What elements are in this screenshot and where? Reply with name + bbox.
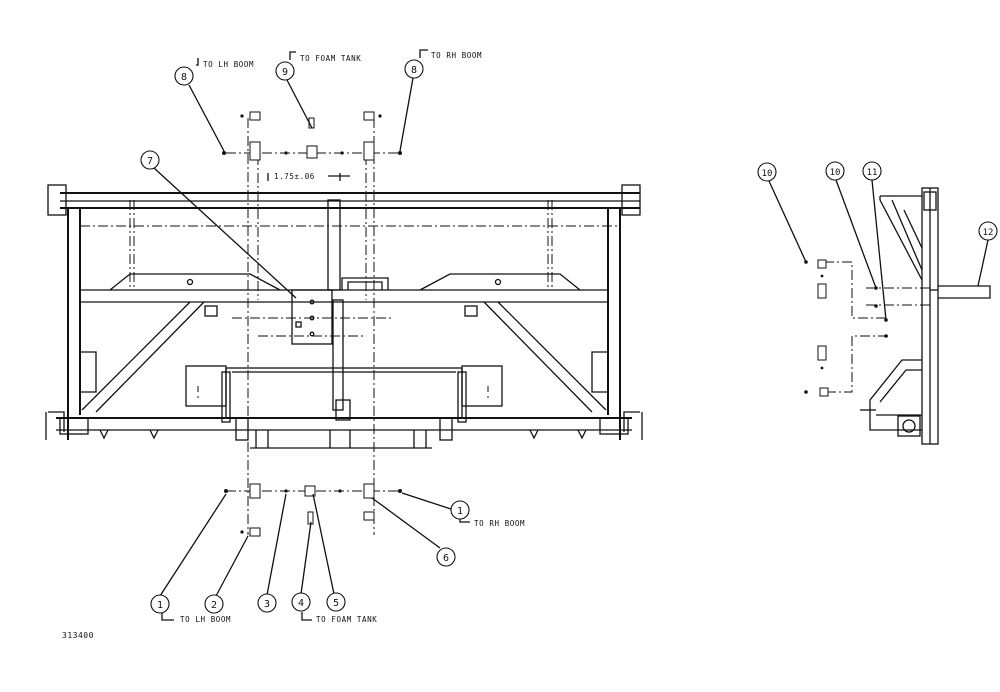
callout-number: 11 [867, 168, 878, 178]
callout-number: 7 [147, 156, 153, 167]
callout-number: 10 [830, 168, 841, 178]
frame-front-view [45, 184, 643, 449]
callout-note: TO LH BOOM [180, 615, 231, 624]
callout-note: TO FOAM TANK [300, 54, 361, 63]
callout-number: 4 [298, 598, 304, 609]
callout-number: 6 [443, 553, 449, 564]
callout-11: 11 [862, 161, 882, 181]
bottom-fittings [224, 483, 402, 537]
callout-number: 10 [762, 169, 773, 179]
callout-9-foam: 9 TO FOAM TANK [275, 54, 361, 81]
callout-number: 9 [282, 67, 288, 78]
callout-number: 2 [211, 600, 217, 611]
callout-2: 2 TO LH BOOM [180, 594, 231, 624]
callout-number: 8 [181, 72, 187, 83]
callout-note: TO RH BOOM [431, 51, 482, 60]
callout-8-rh: 8 TO RH BOOM [404, 51, 482, 79]
callout-10-left: 10 [757, 162, 777, 182]
leader-lines [153, 49, 989, 621]
callout-number: 1 [457, 506, 463, 517]
callout-1-lh: 1 [150, 594, 170, 614]
drawing-number: 313400 [62, 631, 94, 640]
callout-5: 5 [326, 592, 346, 612]
callout-6: 6 [436, 547, 456, 567]
callout-10-right: 10 [825, 161, 845, 181]
callout-8-lh: 8 TO LH BOOM [174, 60, 254, 86]
callout-number: 12 [983, 228, 994, 238]
callout-note: TO RH BOOM [474, 519, 525, 528]
callout-number: 5 [333, 598, 339, 609]
callout-note: TO LH BOOM [203, 60, 254, 69]
callout-note: TO FOAM TANK [316, 615, 377, 624]
dimension-callout: 1.75±.06 [267, 172, 350, 181]
callout-3: 3 [257, 593, 277, 613]
callout-7: 7 [140, 150, 160, 170]
callout-number: 3 [264, 599, 270, 610]
dimension-text: 1.75±.06 [274, 172, 315, 181]
callout-1-rh: 1 TO RH BOOM [450, 500, 525, 528]
frame-side-view [804, 187, 991, 445]
callout-12: 12 [978, 221, 998, 241]
callout-number: 8 [411, 65, 417, 76]
callout-4: 4 TO FOAM TANK [291, 592, 377, 624]
callout-number: 1 [157, 600, 163, 611]
